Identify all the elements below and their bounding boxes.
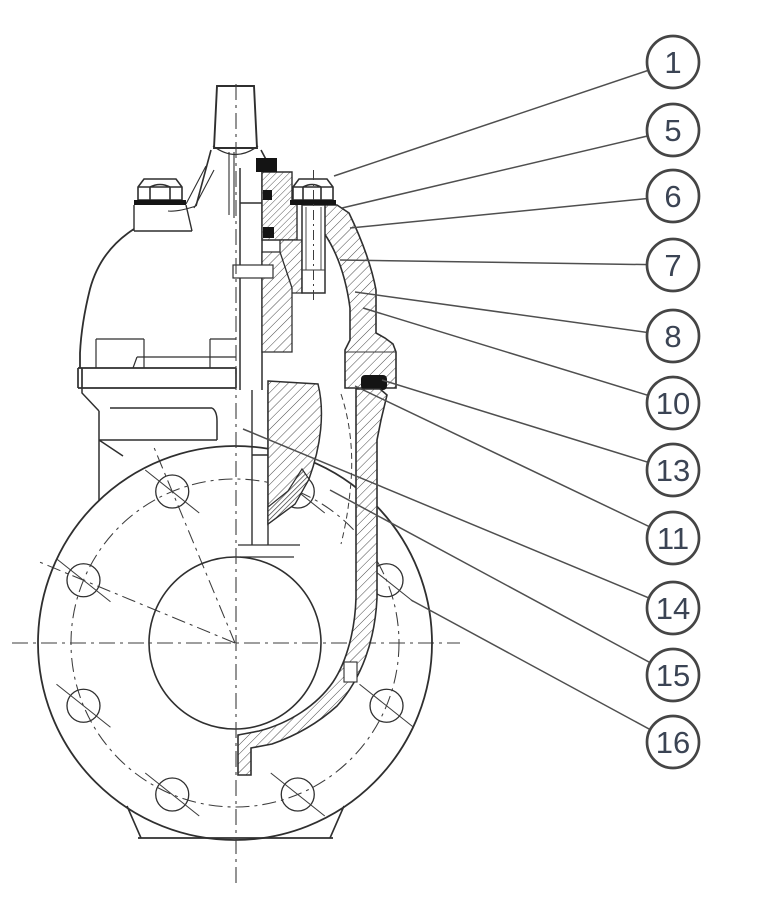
callout-label-15: 15 [656, 658, 690, 693]
leader-line-15 [329, 489, 674, 676]
callout-balloon-6 [645, 168, 701, 224]
leader-line-1 [333, 61, 674, 177]
leader-line-13 [381, 379, 674, 471]
stem-nut [251, 390, 269, 545]
callout-balloon-5 [645, 102, 701, 158]
callout-label-8: 8 [664, 319, 681, 354]
callout-balloon-8 [645, 308, 701, 364]
flange-bolt-hole-2 [155, 474, 190, 509]
flange-bolt-hole-tick-7 [359, 683, 414, 728]
flange-bolt-hole-tick-5 [144, 772, 200, 817]
stem-o-ring-lower [263, 227, 274, 238]
bonnet-dome-outline [79, 228, 135, 368]
callout-balloon-13 [645, 442, 701, 498]
flange-bolt-hole-tick-3 [56, 558, 111, 603]
flange-radial-centerline-1 [36, 560, 236, 644]
callout-label-1: 1 [664, 45, 681, 80]
flange-bolt-hole-tick-6 [270, 772, 326, 817]
callout-label-5: 5 [664, 113, 681, 148]
gland-seal-cap [256, 158, 277, 172]
bonnet-lug-pads [95, 338, 236, 369]
callout-label-13: 13 [656, 453, 690, 488]
callout-label-10: 10 [656, 386, 690, 421]
body-seat-lines [238, 544, 300, 558]
flange-bolt-hole-4 [66, 688, 101, 723]
leader-lines [242, 61, 674, 743]
callout-balloon-16 [645, 714, 701, 770]
left-elevation [77, 85, 271, 545]
stem-thrust-collar [232, 264, 274, 279]
bonnet-bolt-right-washer [290, 200, 336, 205]
flange-bolt-hole-5 [155, 777, 190, 812]
stem [239, 168, 263, 390]
callout-label-14: 14 [656, 591, 690, 626]
leader-line-5 [341, 129, 674, 209]
leader-line-11 [354, 385, 674, 539]
stem-neck-ribs [167, 152, 235, 218]
bonnet-bolt-left-boss [133, 204, 193, 232]
flange-outer-circle [37, 445, 433, 841]
bonnet-shell-section [323, 204, 397, 389]
flange-bolt-circle [70, 478, 400, 808]
flange-bottom-chamfers [126, 805, 345, 839]
flange-bolt-hole-tick-2 [144, 469, 200, 514]
leader-line-10 [362, 307, 674, 404]
flange-bolt-hole-7 [369, 688, 404, 723]
flange-bolt-hole-6 [280, 777, 315, 812]
callout-label-6: 6 [664, 179, 681, 214]
callout-label-16: 16 [656, 725, 690, 760]
wedge-rubber-coating [267, 467, 310, 526]
flange-bolt-hole-3 [66, 563, 101, 598]
centerlines [235, 84, 314, 886]
upper-body-spool [81, 388, 218, 501]
callout-label-7: 7 [664, 248, 681, 283]
flange-radial-centerline-0 [152, 444, 236, 644]
bonnet-bolt-left [137, 178, 183, 201]
bonnet-profile-gasket [361, 375, 387, 390]
bonnet-bolt-left-washer [134, 200, 186, 205]
leader-line-14 [242, 428, 674, 609]
bonnet-flange-band [77, 367, 237, 389]
leader-line-6 [349, 195, 674, 229]
hidden-bore-contour [340, 393, 353, 545]
callout-label-11: 11 [657, 521, 689, 556]
callout-balloon-1 [645, 34, 701, 90]
body-wall-step [343, 661, 358, 683]
stem-o-ring-upper [263, 190, 272, 200]
bonnet-bolt-right [292, 178, 334, 201]
valve-section [232, 158, 397, 776]
callout-balloon-10 [645, 375, 701, 431]
flange-bolt-hole-tick-4 [56, 683, 111, 728]
callout-balloon-7 [645, 237, 701, 293]
flange-bore-circle [148, 556, 322, 730]
callout-balloon-15 [645, 647, 701, 703]
leader-line-8 [354, 291, 674, 337]
leader-line-16 [410, 599, 674, 743]
callout-balloon-14 [645, 580, 701, 636]
callout-balloon-11 [645, 510, 701, 566]
leader-line-7 [339, 259, 674, 266]
stem-cap [213, 85, 258, 149]
